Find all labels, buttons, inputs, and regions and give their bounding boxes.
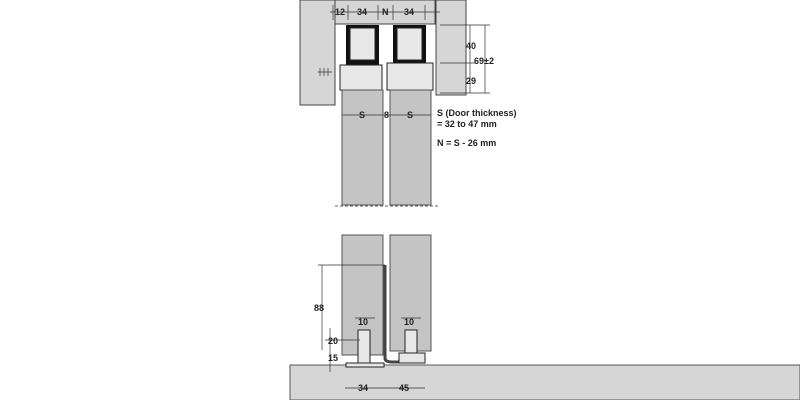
bottom-dimension-lines — [318, 264, 385, 372]
dim-n: N — [382, 7, 389, 17]
dim-34-bottom: 34 — [358, 383, 368, 393]
dim-8: 8 — [384, 110, 389, 120]
top-dimension-lines — [330, 5, 440, 20]
guide-pin-left — [357, 329, 371, 366]
dim-15: 15 — [328, 353, 338, 363]
note-door-thickness: S (Door thickness) — [437, 108, 517, 118]
carrier-left — [349, 27, 376, 61]
dim-12: 12 — [335, 7, 345, 17]
dim-34-right: 34 — [404, 7, 414, 17]
guide-base-left — [345, 362, 385, 368]
dim-10-right: 10 — [404, 317, 414, 327]
floor — [289, 364, 800, 400]
note-range: = 32 to 47 mm — [437, 119, 497, 129]
dim-29: 29 — [466, 76, 476, 86]
dim-s-right: S — [407, 110, 413, 120]
dim-45: 45 — [399, 383, 409, 393]
dim-34-left: 34 — [357, 7, 367, 17]
fitting-left — [339, 64, 383, 91]
guide-base-right — [398, 352, 426, 364]
screw-icon — [318, 68, 332, 76]
floor-guide-bracket — [383, 265, 400, 364]
height-dimension-lines — [440, 24, 490, 94]
door-left-top — [341, 89, 384, 206]
right-wall — [435, 0, 467, 96]
dim-69: 69±2 — [474, 56, 494, 66]
dim-88: 88 — [314, 303, 324, 313]
fitting-right — [386, 62, 434, 91]
left-wall — [299, 0, 336, 106]
dim-40: 40 — [466, 41, 476, 51]
dim-20: 20 — [328, 336, 338, 346]
dim-s-left: S — [359, 110, 365, 120]
note-n-formula: N = S - 26 mm — [437, 138, 496, 148]
carrier-right — [396, 27, 423, 61]
guide-pin-right — [404, 329, 418, 355]
width-dimension-lines — [345, 317, 425, 389]
dim-10-left: 10 — [358, 317, 368, 327]
door-right-top — [389, 89, 432, 206]
